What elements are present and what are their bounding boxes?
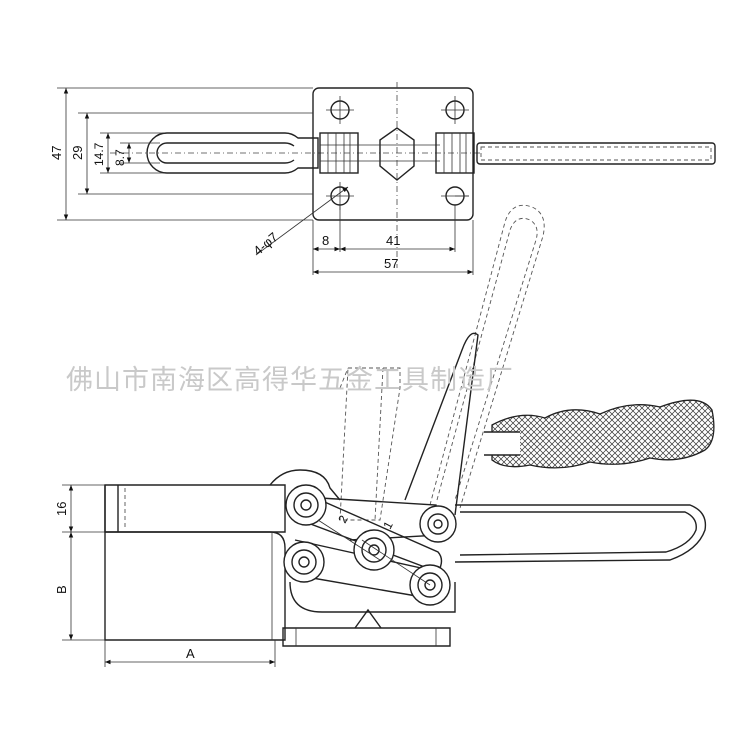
dim-16-label: 16 [54,502,69,516]
link-label-1: 1 [380,519,396,532]
dim-A-label: A [186,646,195,661]
pivot-center [353,529,395,571]
dim-B-label: B [54,585,69,594]
dim-57-label: 57 [384,256,398,271]
mount-flange [282,627,451,647]
pivot-right-top [419,505,457,543]
slotted-arm [146,132,319,174]
base-body [104,531,286,641]
hinge-block [435,132,475,174]
handle-arm [404,332,479,516]
pivot-top-left [285,484,327,526]
pivot-bottom-left [283,541,325,583]
top-view: 47 29 14.7 8.7 4-φ7 8 41 57 [49,82,716,275]
dim-holes-label: 4-φ7 [250,229,280,258]
dim-41-label: 41 [386,233,400,248]
side-view: 2 1 16 B A [54,204,715,667]
link-label-2: 2 [335,513,351,526]
handle-grip-top [476,142,716,165]
dim-29-label: 29 [70,146,85,160]
watermark-text: 佛山市南海区高得华五金工具制造厂 [66,365,514,396]
arm-raised-position [339,367,401,521]
hinge-block [319,132,359,174]
center-link [379,127,415,181]
clamp-arm [104,484,286,533]
base-plate-outline [312,87,474,221]
dim-14-7-label: 14.7 [92,142,106,166]
handle-raised-position [429,204,545,509]
dim-47-label: 47 [49,146,64,160]
arm-slot [156,142,295,164]
handle-knurled-grip [491,399,715,469]
dim-8-7-label: 8.7 [113,149,127,166]
handle-closed-position [454,504,707,563]
dim-8-label: 8 [322,233,329,248]
